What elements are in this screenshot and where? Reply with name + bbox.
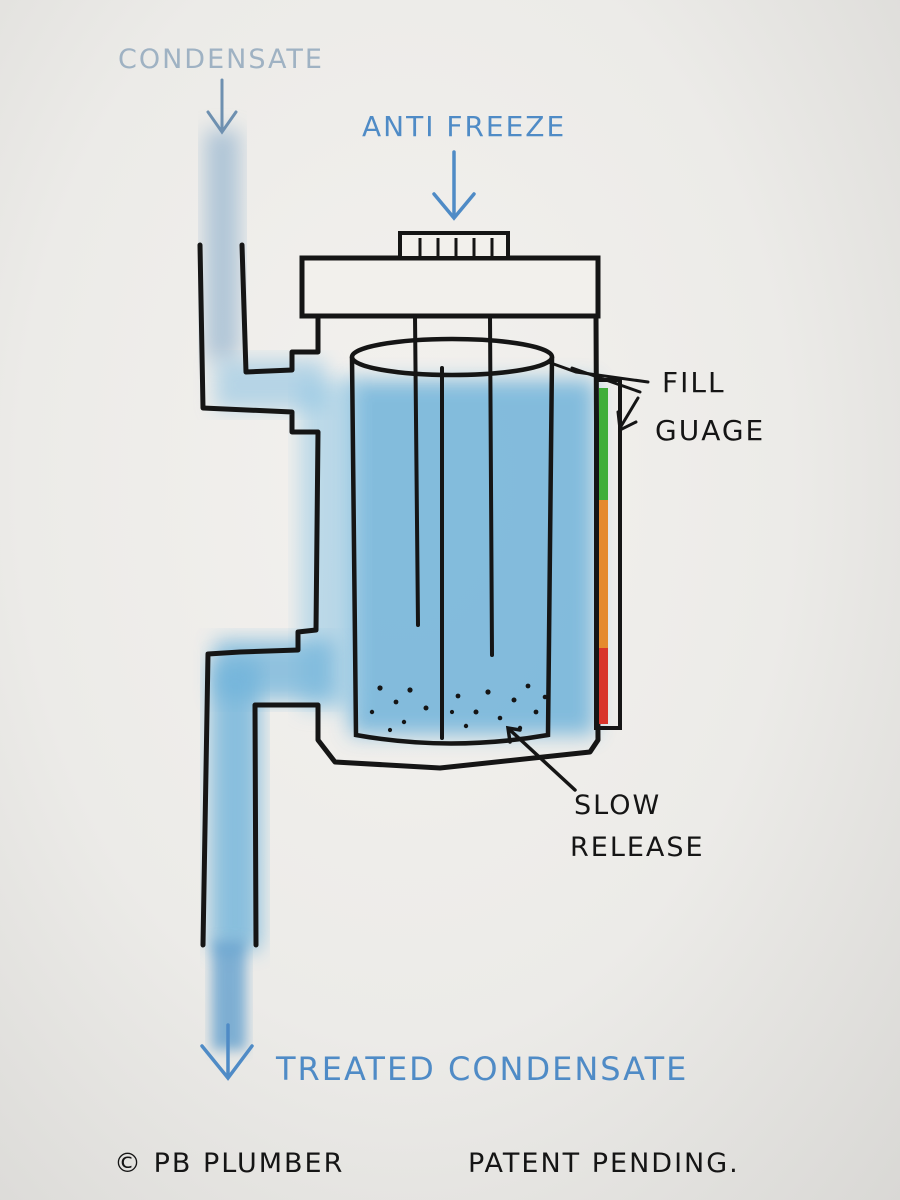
slow-release-label-line1: SLOW: [574, 790, 662, 821]
treated-condensate-label: TREATED CONDENSATE: [276, 1050, 689, 1088]
condensate-label: CONDENSATE: [118, 44, 324, 75]
housing: [239, 315, 601, 771]
outlet-pipe: [200, 649, 259, 948]
inlet-pipe: [197, 242, 321, 435]
antifreeze-label: ANTI FREEZE: [362, 110, 567, 143]
antifreeze-cap: [398, 231, 510, 260]
condensate-arrow: [206, 78, 238, 135]
dip-tubes: [413, 314, 494, 740]
cartridge: [349, 336, 555, 746]
fill-gauge-pointer: [546, 360, 650, 433]
treated-condensate-arrow: [200, 1023, 254, 1081]
lid: [299, 255, 601, 319]
fill-gauge: [594, 378, 622, 730]
slow-release-granules: [369, 683, 548, 733]
antifreeze-arrow: [432, 150, 476, 221]
patent-pending-label: PATENT PENDING.: [468, 1148, 740, 1179]
water-wash: [205, 130, 595, 1050]
slow-release-label-line2: RELEASE: [570, 832, 705, 863]
copyright-label: © PB PLUMBER: [114, 1148, 345, 1179]
fill-gauge-label-line1: FILL: [662, 366, 726, 399]
fill-gauge-label-line2: GUAGE: [655, 414, 766, 447]
slow-release-pointer: [505, 725, 577, 792]
